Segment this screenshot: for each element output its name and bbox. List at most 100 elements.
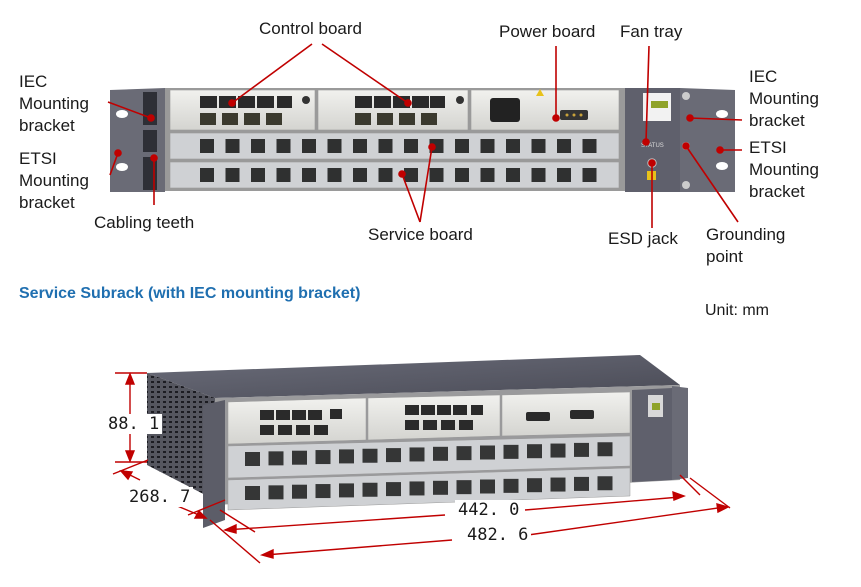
label-line: Grounding (706, 225, 786, 244)
label-line: bracket (749, 111, 805, 130)
sfp-port (200, 139, 214, 153)
label-esd-jack: ESD jack (608, 229, 678, 248)
label-power-board: Power board (499, 22, 596, 41)
sfp-port (404, 139, 418, 153)
sfp-port (597, 476, 613, 491)
label-service-board: Service board (368, 225, 473, 244)
sfp-port (433, 446, 448, 461)
sfp-port (550, 477, 566, 492)
service-board-1-ports (200, 139, 597, 153)
sfp-port (456, 446, 472, 461)
label-etsi-bracket-right: ETSI Mounting bracket (749, 137, 819, 203)
label-line: ETSI (19, 149, 57, 168)
sfp-port (409, 481, 425, 496)
sfp-port (550, 443, 566, 458)
dimension-lines (112, 372, 731, 564)
sfp-port (480, 479, 495, 494)
sfp-port (302, 168, 316, 182)
dimension-height: 88. 1 (105, 414, 163, 434)
sfp-port (574, 476, 589, 491)
sfp-port (339, 449, 354, 464)
sfp-port (582, 168, 597, 182)
dimension-width-outer: 482. 6 (464, 525, 532, 545)
isometric-subrack (147, 355, 688, 528)
sfp-port (315, 484, 331, 499)
subrack-side-vents (147, 373, 215, 500)
sfp-port (480, 139, 495, 153)
sfp-port (480, 445, 495, 460)
sfp-port (433, 480, 448, 495)
sfp-port (506, 139, 520, 153)
label-line: IEC (19, 72, 48, 91)
sfp-port (302, 139, 316, 153)
label-line: point (706, 247, 743, 266)
label-line: bracket (19, 116, 75, 135)
label-grounding-point: Grounding point (706, 224, 785, 268)
sfp-port (276, 139, 291, 153)
sfp-port (339, 483, 354, 498)
sfp-port (503, 444, 519, 459)
front-view-subrack: STATUS (110, 88, 735, 192)
sfp-port (362, 482, 378, 497)
label-cabling-teeth: Cabling teeth (94, 213, 195, 232)
isometric-service-ports (245, 442, 613, 500)
sfp-port (582, 139, 597, 153)
label-line: IEC (749, 67, 778, 86)
label-iec-bracket-left: IEC Mounting bracket (19, 71, 89, 137)
label-fan-tray: Fan tray (620, 22, 683, 41)
service-board-2-ports (200, 168, 597, 182)
label-line: Mounting (749, 160, 819, 179)
dimension-width-inner: 442. 0 (455, 500, 523, 520)
sfp-port (386, 482, 401, 497)
sfp-port (225, 168, 240, 182)
sfp-port (268, 451, 284, 466)
sfp-port (245, 486, 260, 500)
sfp-port (455, 139, 469, 153)
sfp-port (409, 447, 425, 462)
sfp-port (429, 168, 444, 182)
sfp-port (531, 168, 546, 182)
sfp-port (200, 168, 214, 182)
label-line: Mounting (19, 171, 89, 190)
sfp-port (557, 139, 571, 153)
subrack-top (147, 355, 680, 398)
sfp-port (292, 484, 307, 499)
sfp-port (378, 139, 393, 153)
sfp-port (362, 448, 378, 463)
fan-status-text: STATUS (641, 143, 664, 149)
section-title: Service Subrack (with IEC mounting brack… (19, 285, 361, 302)
sfp-port (527, 478, 542, 493)
sfp-port (503, 478, 519, 493)
label-line: Mounting (19, 94, 89, 113)
sfp-port (378, 168, 393, 182)
sfp-port (292, 450, 307, 465)
sfp-port (268, 485, 284, 500)
label-line: Mounting (749, 89, 819, 108)
sfp-port (251, 168, 265, 182)
sfp-port (225, 139, 240, 153)
sfp-port (456, 480, 472, 495)
sfp-port (353, 168, 367, 182)
sfp-port (276, 168, 291, 182)
unit-label: Unit: mm (705, 302, 769, 319)
sfp-port (531, 139, 546, 153)
sfp-port (557, 168, 571, 182)
sfp-port (245, 452, 260, 466)
dimension-depth: 268. 7 (126, 487, 194, 507)
sfp-port (455, 168, 469, 182)
sfp-port (527, 444, 542, 459)
sfp-port (480, 168, 495, 182)
leader-lines (107, 43, 743, 228)
label-iec-bracket-right: IEC Mounting bracket (749, 66, 819, 132)
sfp-port (574, 442, 589, 457)
sfp-port (506, 168, 520, 182)
label-control-board: Control board (259, 19, 363, 38)
label-line: bracket (749, 182, 805, 201)
label-line: bracket (19, 193, 75, 212)
sfp-port (315, 450, 331, 465)
sfp-port (327, 168, 342, 182)
sfp-port (251, 139, 265, 153)
sfp-port (597, 442, 613, 457)
sfp-port (353, 139, 367, 153)
